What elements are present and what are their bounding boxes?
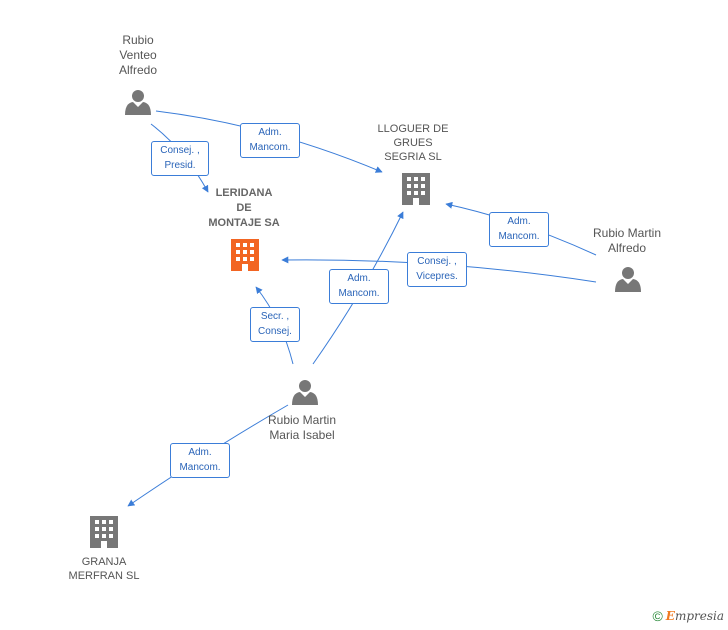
building-icon[interactable] bbox=[90, 516, 118, 548]
edge-label[interactable]: Adm. Mancom. bbox=[329, 269, 389, 304]
node-label-granja[interactable]: GRANJA MERFRAN SL bbox=[68, 556, 140, 582]
building-icon-focus[interactable] bbox=[231, 239, 259, 271]
edge-label[interactable]: Adm. Mancom. bbox=[170, 443, 230, 478]
brand-logo: Empresia bbox=[665, 609, 724, 623]
edge-label[interactable]: Consej. , Vicepres. bbox=[407, 252, 467, 287]
edge-label[interactable]: Secr. , Consej. bbox=[250, 307, 300, 342]
edge-label[interactable]: Adm. Mancom. bbox=[240, 123, 300, 158]
node-label-rubio-martin-maria[interactable]: Rubio Martin Maria Isabel bbox=[267, 413, 337, 442]
person-icon[interactable] bbox=[615, 267, 641, 292]
person-icon[interactable] bbox=[125, 90, 151, 115]
node-label-rubio-martin-alfredo[interactable]: Rubio Martin Alfredo bbox=[592, 226, 662, 255]
node-label-rubio-venteo[interactable]: Rubio Venteo Alfredo bbox=[118, 33, 158, 77]
footer-brand: © Empresia bbox=[652, 608, 724, 624]
node-label-lloguer[interactable]: LLOGUER DE GRUES SEGRIA SL bbox=[377, 123, 449, 163]
node-label-leridana[interactable]: LERIDANA DE MONTAJE SA bbox=[208, 187, 280, 229]
edge-label[interactable]: Consej. , Presid. bbox=[151, 141, 209, 176]
copyright-icon: © bbox=[652, 608, 663, 624]
building-icon[interactable] bbox=[402, 173, 430, 205]
person-icon[interactable] bbox=[292, 380, 318, 405]
edge-label[interactable]: Adm. Mancom. bbox=[489, 212, 549, 247]
